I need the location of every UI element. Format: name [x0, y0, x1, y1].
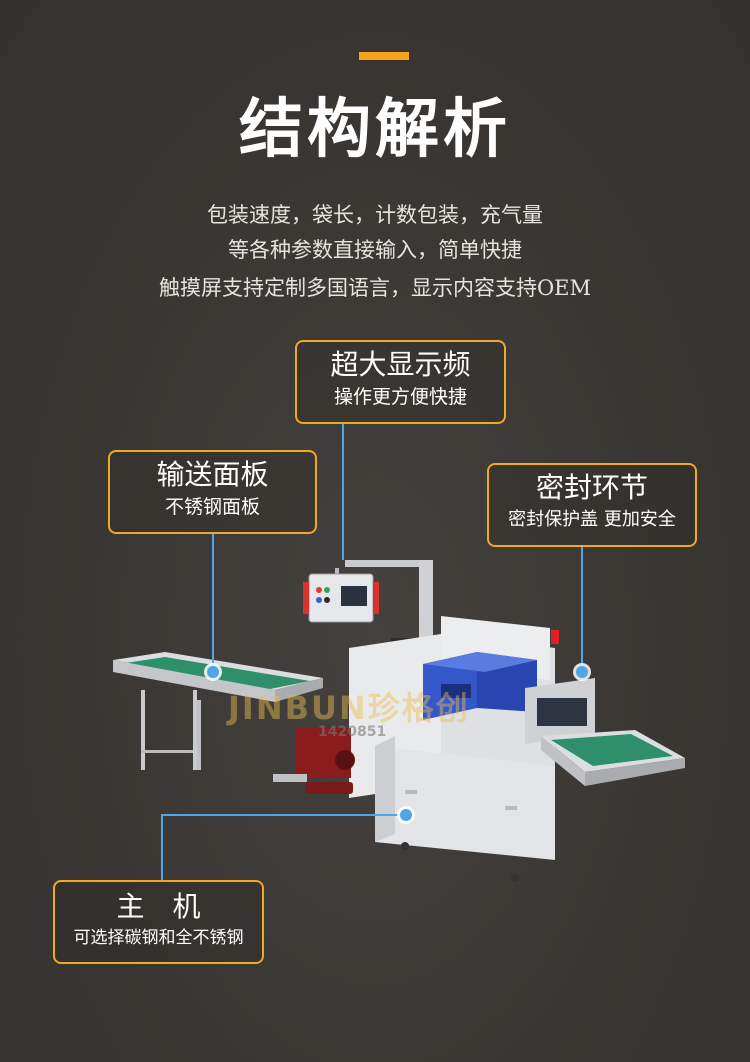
callout-display-subtitle: 操作更方便快捷: [333, 385, 467, 408]
outfeed-conveyor: [525, 678, 685, 786]
description-line-1: 包装速度，袋长，计数包装，充气量: [207, 203, 543, 227]
accent-bar: [359, 52, 409, 60]
callout-main-subtitle: 可选择碳钢和全不锈钢: [73, 927, 244, 948]
leader-line-main-h: [161, 814, 407, 816]
marker-conveyor: [207, 666, 219, 678]
callout-conveyor-subtitle: 不锈钢面板: [164, 495, 260, 518]
leader-line-display: [342, 424, 344, 560]
feeding-rollers: [273, 728, 355, 794]
callout-seal-subtitle: 密封保护盖 更加安全: [508, 508, 676, 530]
leader-line-seal: [581, 547, 583, 671]
callout-seal: 密封环节 密封保护盖 更加安全: [487, 463, 697, 547]
leader-line-main-v: [161, 814, 163, 880]
packaging-machine-illustration: [113, 560, 685, 882]
page-title: 结构解析: [239, 92, 511, 167]
callout-seal-title: 密封环节: [535, 471, 648, 504]
callout-main: 主 机 可选择碳钢和全不锈钢: [53, 880, 264, 964]
description-line-3: 触摸屏支持定制多国语言，显示内容支持OEM: [158, 276, 592, 300]
callout-display: 超大显示频 操作更方便快捷: [295, 340, 506, 424]
phone-watermark: 1420851: [318, 724, 387, 740]
leader-line-conveyor: [212, 534, 214, 670]
brand-watermark: JINBUN珍格创: [228, 689, 470, 727]
description-line-2: 等各种参数直接输入，简单快捷: [228, 238, 522, 262]
main-body: [349, 616, 559, 882]
display-panel: [303, 560, 433, 660]
callout-conveyor: 输送面板 不锈钢面板: [108, 450, 317, 534]
marker-main: [400, 809, 412, 821]
sealing-cover: [423, 652, 537, 720]
callout-display-title: 超大显示频: [330, 348, 471, 381]
callout-main-title: 主 机: [116, 890, 201, 923]
marker-seal: [576, 666, 588, 678]
callout-conveyor-title: 输送面板: [156, 458, 269, 491]
